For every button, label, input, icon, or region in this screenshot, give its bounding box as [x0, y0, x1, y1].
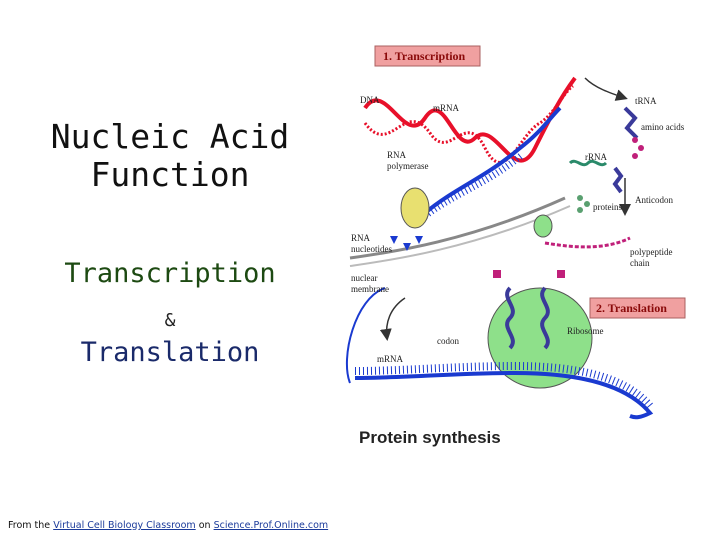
amino-acids-label: amino acids — [641, 122, 685, 132]
mrna-bottom-strand — [354, 370, 654, 420]
protein-synthesis-diagram: 1. Transcription 2. Translation DNA mRNA… — [345, 45, 686, 447]
protein-dot-2 — [584, 201, 590, 207]
rna-nucleotide-1 — [390, 236, 398, 244]
amino-acid-3 — [632, 153, 638, 159]
nuclear-membrane-curve-inner — [349, 205, 571, 267]
polypeptide-label-1: polypeptide — [630, 247, 673, 257]
scienceprof-link[interactable]: Science.Prof.Online.com — [213, 520, 329, 531]
nuclear-membrane-curve — [349, 196, 566, 260]
rna-polymerase-label-2: polymerase — [387, 161, 428, 171]
protein-dot-1 — [577, 195, 583, 201]
mrna-teeth — [422, 152, 525, 219]
protein-synthesis-caption: Protein synthesis — [359, 428, 501, 447]
small-subunit — [533, 214, 553, 238]
translation-box — [589, 297, 686, 319]
mrna-tail — [345, 287, 386, 384]
virtual-cell-link[interactable]: Virtual Cell Biology Classroom — [53, 520, 196, 531]
amino-acid-2 — [638, 145, 644, 151]
rrna-label: rRNA — [585, 152, 607, 162]
transcription-box — [374, 45, 481, 67]
amino-acid-box-2 — [557, 270, 565, 278]
rna-polymerase — [400, 187, 430, 229]
credit-prefix: From the — [8, 520, 51, 531]
title-line-1: Nucleic Acid — [50, 117, 290, 156]
transcription-box-label: 1. Transcription — [383, 49, 466, 63]
mrna-bottom-label: mRNA — [377, 354, 404, 364]
trna-loaded — [612, 166, 624, 194]
title-line-2: Function — [90, 155, 250, 194]
rna-nucleotide-2 — [403, 243, 411, 251]
protein-dot-3 — [577, 207, 583, 213]
rna-nucleotide-3 — [415, 236, 423, 244]
nuclear-membrane-label-1: nuclear — [351, 273, 377, 283]
proteins-label: proteins — [593, 202, 622, 212]
trna-on-ribosome-1 — [505, 286, 515, 350]
dna-strand-a — [363, 76, 577, 163]
subtitle-ampersand: & — [164, 310, 176, 331]
source-credit: From the Virtual Cell Biology Classroom … — [8, 520, 328, 531]
amino-acid-1 — [632, 137, 638, 143]
anticodon-label: Anticodon — [635, 195, 673, 205]
rna-nucleotides-label-1: RNA — [351, 233, 371, 243]
subtitle-translation: Translation — [80, 337, 260, 368]
trna-on-ribosome-2 — [540, 286, 550, 350]
polypeptide-label-2: chain — [630, 258, 650, 268]
ribosome-label: Ribosome — [567, 326, 604, 336]
mrna-strand — [423, 106, 562, 215]
mrna-bottom-teeth — [354, 361, 654, 409]
mrna-top-label: mRNA — [433, 103, 460, 113]
arrow-membrane — [379, 297, 406, 341]
trna-molecule — [623, 106, 639, 140]
rna-nucleotides-label-2: nucleotides — [351, 244, 392, 254]
credit-middle: on — [198, 520, 211, 531]
polypeptide-chain — [544, 236, 631, 249]
nuclear-membrane-label-2: membrane — [351, 284, 389, 294]
translation-box-label: 2. Translation — [596, 301, 667, 315]
dna-label: DNA — [360, 95, 380, 105]
slide-title: Nucleic Acid Function — [30, 118, 310, 194]
subtitle-transcription: Transcription — [64, 258, 276, 289]
dna-strand-b — [363, 84, 574, 164]
arrow-to-trna — [584, 77, 628, 101]
rna-polymerase-label-1: RNA — [387, 150, 407, 160]
codon-label: codon — [437, 336, 459, 346]
rrna-squiggle — [568, 159, 608, 167]
amino-acid-box-1 — [493, 270, 501, 278]
trna-label: tRNA — [635, 96, 657, 106]
